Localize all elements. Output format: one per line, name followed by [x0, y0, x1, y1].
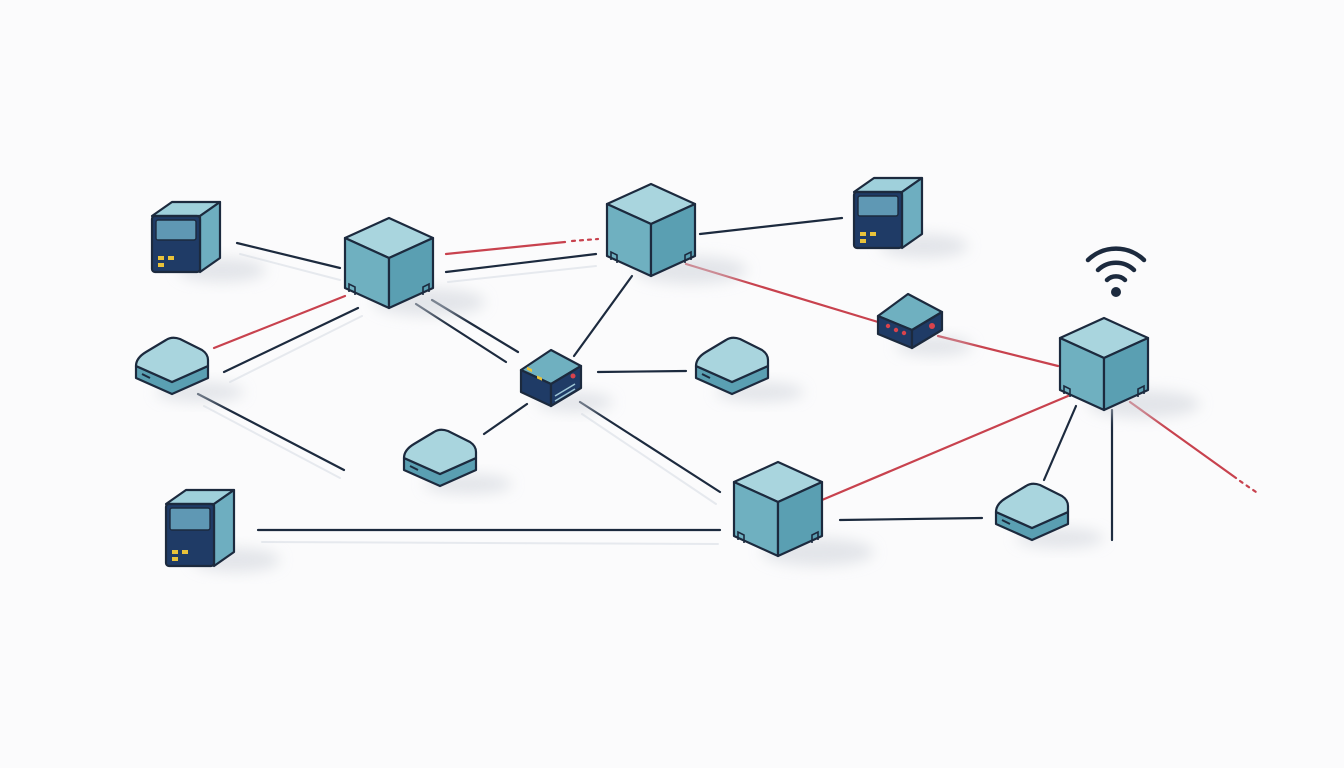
link-shadow — [447, 265, 597, 283]
link-cube-left-to-cube-top-alert-dash — [570, 237, 600, 243]
link-shadow — [581, 413, 717, 505]
link-pad-left-stub — [196, 392, 346, 472]
nodes-layer — [134, 176, 1200, 572]
box-router-icon[interactable] — [519, 348, 613, 412]
server-icon[interactable] — [164, 488, 280, 572]
cube-switch-icon[interactable] — [605, 182, 747, 284]
link-server-topleft-to-cube-left — [235, 241, 342, 270]
link-cube-wifi-outbound-alert-dash — [1238, 479, 1258, 494]
link-shadow — [203, 405, 341, 479]
link-cube-top-to-server-topright — [698, 216, 844, 236]
link-cube-bottom-to-pad-right — [838, 516, 984, 522]
server-icon[interactable] — [150, 200, 266, 282]
link-cube-wifi-to-pad-right — [1042, 404, 1078, 482]
link-shadow — [239, 253, 341, 281]
link-cube-wifi-to-cube-bottom-alert — [820, 394, 1070, 502]
link-cube-top-to-box-center — [572, 274, 634, 358]
link-cube-left-to-cube-top — [444, 252, 598, 274]
link-shadow — [261, 541, 719, 545]
box-router-icon[interactable] — [876, 292, 972, 356]
link-cube-left-to-cube-top-alert — [444, 240, 567, 256]
link-shadow — [229, 315, 363, 383]
wifi-icon — [1085, 246, 1147, 297]
link-cube-left-to-pad-left — [222, 306, 360, 374]
cube-switch-icon[interactable] — [732, 460, 874, 566]
link-box-center-to-pad-center — [596, 369, 688, 374]
link-box-center-to-pad-bottomleft — [482, 402, 529, 436]
server-icon[interactable] — [852, 176, 968, 258]
pad-device-icon[interactable] — [402, 428, 512, 494]
pad-device-icon[interactable] — [694, 336, 804, 402]
cube-switch-icon[interactable] — [343, 216, 485, 316]
pad-device-icon[interactable] — [994, 482, 1104, 548]
cube-switch-icon[interactable] — [1058, 316, 1200, 418]
link-cube-left-to-pad-left-alert — [212, 294, 347, 350]
link-box-center-to-cube-bottom — [578, 400, 722, 494]
pad-device-icon[interactable] — [134, 336, 244, 402]
